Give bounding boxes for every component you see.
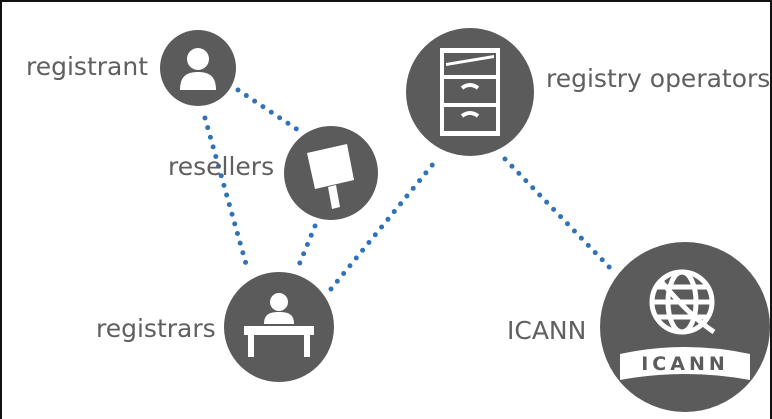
- file-cabinet-icon: [440, 48, 500, 136]
- connector-registrant-registrars: [202, 115, 249, 267]
- icann-logo-text: ICANN: [641, 353, 729, 375]
- registry-operators-label: registry operators: [546, 64, 771, 93]
- registrant-label: registrant: [26, 52, 148, 81]
- resellers-label: resellers: [168, 152, 275, 181]
- registrars-node: [224, 272, 334, 382]
- registrars-label: registrars: [96, 314, 216, 343]
- person-icon: [180, 48, 216, 90]
- icann-label: ICANN: [507, 316, 587, 345]
- connector-resellers-registrars: [296, 223, 318, 268]
- resellers-node: [284, 126, 378, 220]
- registry-operators-node: [406, 28, 534, 156]
- connector-registrant-resellers: [235, 87, 301, 133]
- sign-post-icon: [307, 144, 354, 209]
- registrant-node: [160, 30, 236, 106]
- person-at-desk-icon: [244, 293, 314, 357]
- connector-registrars-registry: [328, 155, 441, 292]
- connector-registry-icann: [502, 156, 617, 275]
- icann-node: ICANN: [600, 242, 770, 412]
- icann-globe-logo: ICANN: [620, 269, 750, 380]
